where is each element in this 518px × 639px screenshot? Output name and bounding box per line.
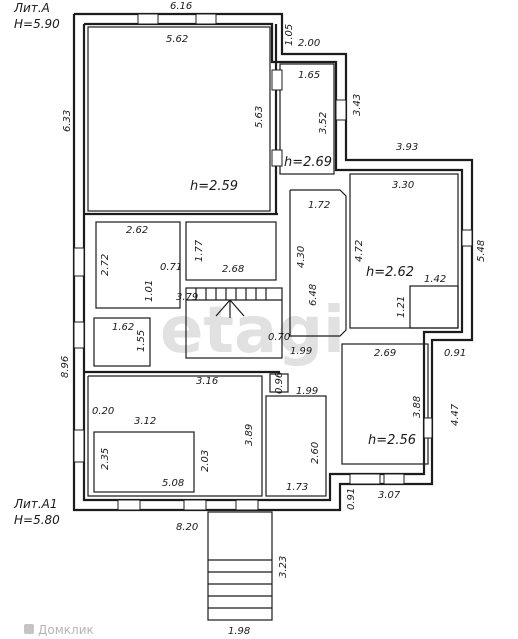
dim-5-08: 5.08 [162,478,184,489]
dim-small-height: 3.52 [318,112,329,134]
brand-text: Домклик [38,623,94,637]
dim-3-12: 3.12 [134,416,156,427]
dim-right-height: 4.72 [354,240,365,262]
dim-right-outer-height: 5.48 [476,240,487,262]
dim-ext-top: 2.00 [298,38,320,49]
room-right [349,173,459,329]
brand-logo: Домклик [24,623,94,637]
dim-0-70: 0.70 [268,332,290,343]
dim-corridor-height: 4.30 [296,246,307,268]
outer-walls [72,12,474,512]
dim-1-55: 1.55 [136,330,147,352]
dim-1-77: 1.77 [194,239,205,262]
room-middle-small [265,373,327,497]
dim-main-right: 5.63 [254,106,265,128]
dim-left-room-h: 2.72 [100,254,111,276]
dim-1-62: 1.62 [112,322,134,333]
height-top-right: h=2.69 [284,155,332,170]
lit-a-height: H=5.90 [14,17,60,31]
dim-3-89: 3.89 [244,424,255,446]
dim-corridor-top: 1.72 [308,200,330,211]
room-bottom-right [341,343,429,465]
dim-outer-top: 6.16 [170,1,192,12]
dim-2-60: 2.60 [310,442,321,464]
dim-2-03: 2.03 [200,450,211,472]
dim-3-88: 3.88 [412,396,423,418]
dim-right-inner: 3.30 [392,180,414,191]
dim-bottom-outer: 8.20 [176,522,198,533]
dim-porch-length: 3.23 [278,556,289,578]
room-top-right [279,63,335,175]
dim-left-room-w: 2.62 [126,225,148,236]
dim-porch-width: 1.98 [228,626,250,637]
windows [73,13,473,511]
porch-steps [207,511,273,621]
dim-main-top: 5.62 [166,34,188,45]
lit-a1-label: Лит.А1 [13,497,57,511]
dim-small-width: 1.65 [298,70,320,81]
dim-1-99-a: 1.99 [290,346,312,357]
dim-0-91: 0.91 [444,348,466,359]
dim-4-47: 4.47 [450,403,461,426]
lit-a1-height: H=5.80 [14,513,60,527]
dim-0-96: 0.96 [274,372,285,394]
watermark-text: etagi [160,294,345,368]
room-corridor [289,189,347,337]
lit-a-label: Лит.А [13,1,50,15]
dim-right-alcove-h: 1.21 [396,296,407,318]
height-right: h=2.62 [366,265,414,280]
dim-corridor-total: 6.48 [308,284,319,306]
stair [185,287,283,359]
dim-1-01: 1.01 [144,280,155,302]
dim-0-91-b: 0.91 [346,488,357,510]
dim-3-07: 3.07 [378,490,401,501]
height-main: h=2.59 [190,179,238,194]
dim-step: 1.05 [284,24,295,46]
dim-2-35: 2.35 [100,448,111,470]
room-main [84,24,278,216]
dim-1-99-b: 1.99 [296,386,318,397]
dim-stair: 3.79 [176,292,198,303]
dim-3-16: 3.16 [196,376,218,387]
room-left-upper [93,221,277,367]
dim-0-20: 0.20 [92,406,114,417]
height-bottom-right: h=2.56 [368,433,416,448]
dim-2-69: 2.69 [374,348,396,359]
dim-outer-left: 6.33 [62,110,73,132]
dim-2-68: 2.68 [222,264,244,275]
dim-ext-side: 3.43 [352,94,363,116]
dim-right-alcove-w: 1.42 [424,274,446,285]
dim-1-73: 1.73 [286,482,308,493]
dim-right-outer: 3.93 [396,142,418,153]
room-lower-left [84,370,280,497]
dim-0-71: 0.71 [160,262,182,273]
dim-left-outer: 8.96 [60,356,71,378]
